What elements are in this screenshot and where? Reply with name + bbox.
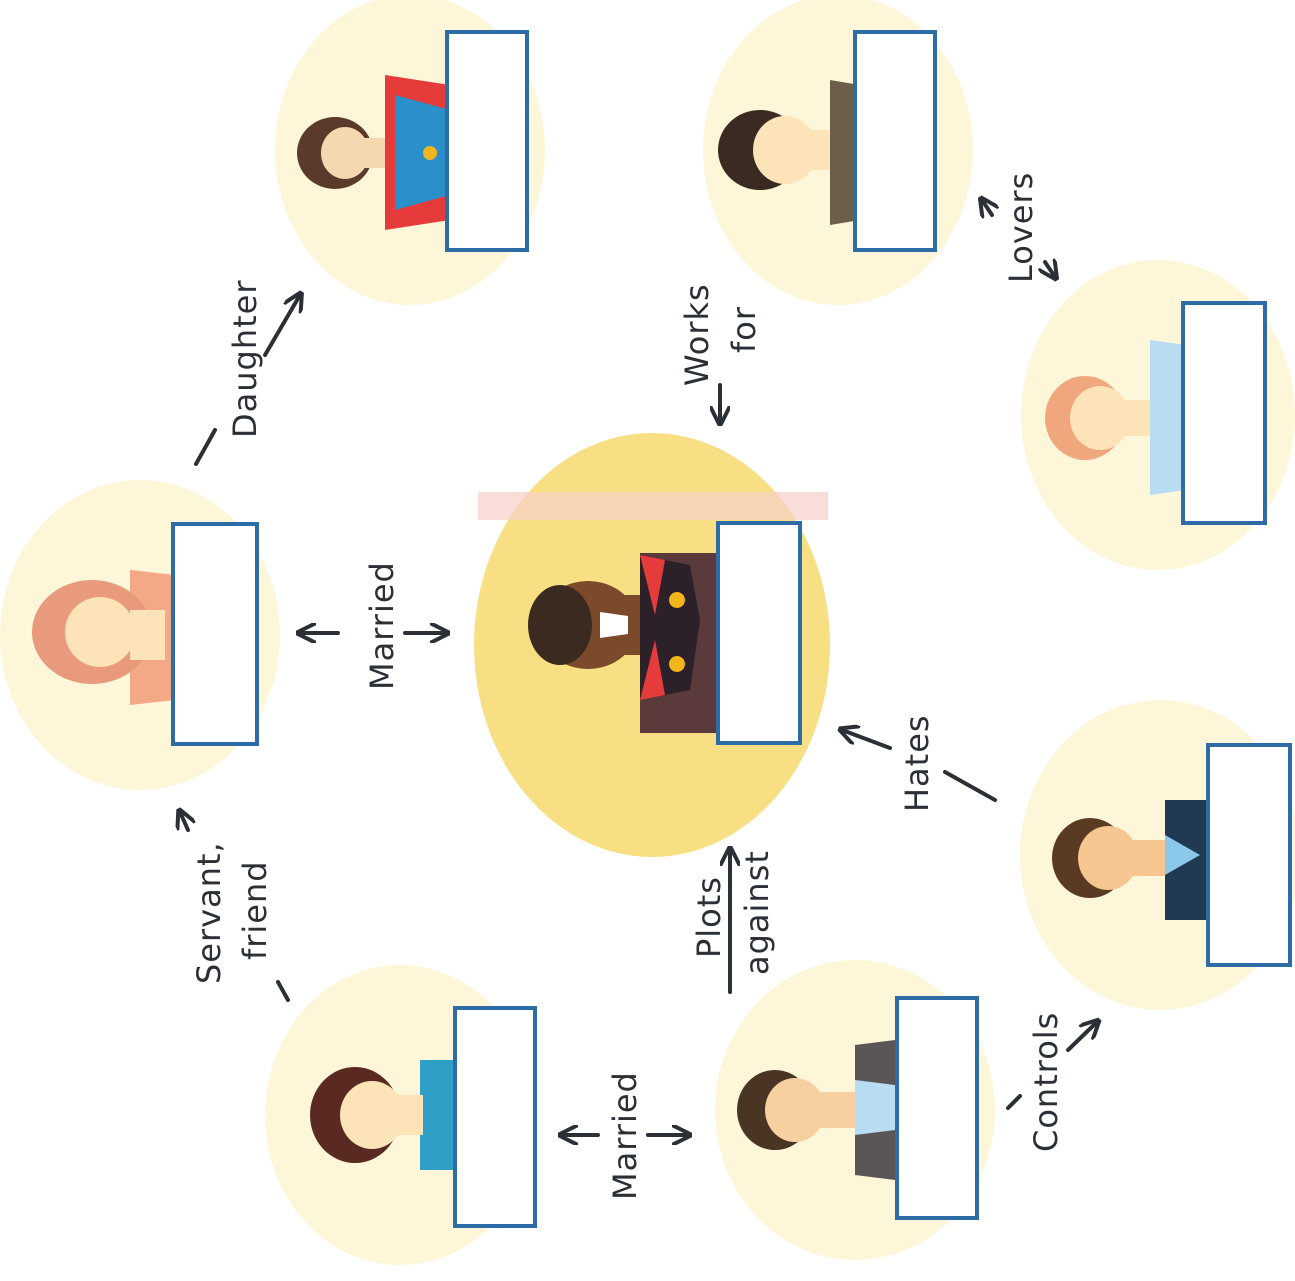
relation-lovers: Lovers: [982, 172, 1055, 283]
woman-teal-dress-icon: [310, 1060, 460, 1170]
king-black-robe-icon: [528, 553, 720, 733]
label-lovers: Lovers: [1002, 172, 1040, 283]
name-box-top-left[interactable]: [171, 522, 259, 746]
name-box-right-lower[interactable]: [1206, 743, 1292, 967]
label-servant: Servant,: [190, 841, 228, 984]
character-bottom-left: [265, 965, 537, 1265]
relation-married-bottom: Married: [562, 1071, 688, 1200]
young-man-dark-hair-icon: [718, 80, 860, 225]
relation-daughter: Daughter: [194, 279, 300, 466]
senator-red-robe-icon: [297, 75, 450, 230]
label-for: for: [725, 306, 763, 353]
label-hates: Hates: [898, 714, 936, 812]
relation-works-for: Works for: [678, 283, 763, 422]
label-friend: friend: [236, 860, 274, 960]
character-top-left: [0, 480, 280, 790]
character-bottom-right: [715, 960, 995, 1260]
character-center: [474, 433, 830, 857]
woman-long-hair-icon: [32, 570, 175, 705]
relation-married-center: Married: [300, 561, 446, 690]
name-box-bottom-left[interactable]: [453, 1006, 537, 1228]
name-box-top-center[interactable]: [445, 30, 529, 252]
relation-servant-friend: Servant, friend: [180, 812, 290, 1002]
name-box-right-upper[interactable]: [1181, 301, 1267, 525]
label-daughter: Daughter: [226, 279, 264, 438]
label-works: Works: [678, 283, 716, 386]
relation-controls: Controls: [1006, 1012, 1097, 1152]
character-right-upper: [1021, 260, 1295, 570]
name-box-center[interactable]: [716, 521, 802, 745]
woman-blonde-icon: [1045, 340, 1185, 495]
relation-plots-against: Plots against: [690, 850, 776, 994]
name-box-bottom-right[interactable]: [895, 996, 979, 1220]
label-married-center: Married: [363, 561, 401, 690]
character-top-center: [275, 0, 545, 305]
character-right-lower: [1020, 700, 1295, 1010]
relation-hates: Hates: [842, 714, 997, 812]
man-dark-coat-icon: [1052, 800, 1210, 920]
label-against: against: [738, 850, 776, 975]
label-controls: Controls: [1027, 1012, 1065, 1152]
label-married-bottom: Married: [606, 1071, 644, 1200]
label-plots: Plots: [690, 876, 728, 958]
name-box-top-right[interactable]: [853, 30, 937, 252]
character-top-right: [703, 0, 973, 305]
man-grey-coat-icon: [737, 1040, 895, 1180]
